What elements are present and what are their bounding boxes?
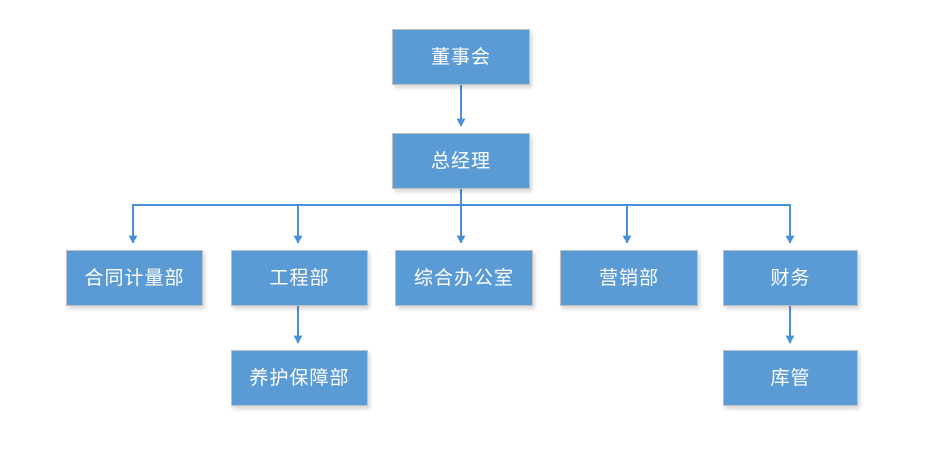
node-marketing-dept-label: 营销部 [598,267,659,289]
node-contract-measurement-dept[interactable]: 合同计量部 [66,250,203,306]
node-general-office-label: 综合办公室 [413,267,514,289]
node-engineering-dept-label: 工程部 [269,267,330,289]
node-finance-dept[interactable]: 财务 [723,250,858,306]
node-warehouse-management-label: 库管 [770,367,811,389]
node-finance-dept-label: 财务 [770,267,811,289]
node-general-manager-label: 总经理 [430,150,491,172]
node-contract-measurement-dept-label: 合同计量部 [84,267,185,289]
node-engineering-dept[interactable]: 工程部 [231,250,368,306]
node-marketing-dept[interactable]: 营销部 [560,250,698,306]
node-maintenance-support-dept[interactable]: 养护保障部 [231,350,368,406]
node-general-office[interactable]: 综合办公室 [395,250,533,306]
node-warehouse-management[interactable]: 库管 [723,350,858,406]
node-board-label: 董事会 [430,46,491,68]
node-general-manager[interactable]: 总经理 [392,133,530,189]
node-maintenance-support-dept-label: 养护保障部 [249,367,350,389]
node-board[interactable]: 董事会 [392,29,530,85]
